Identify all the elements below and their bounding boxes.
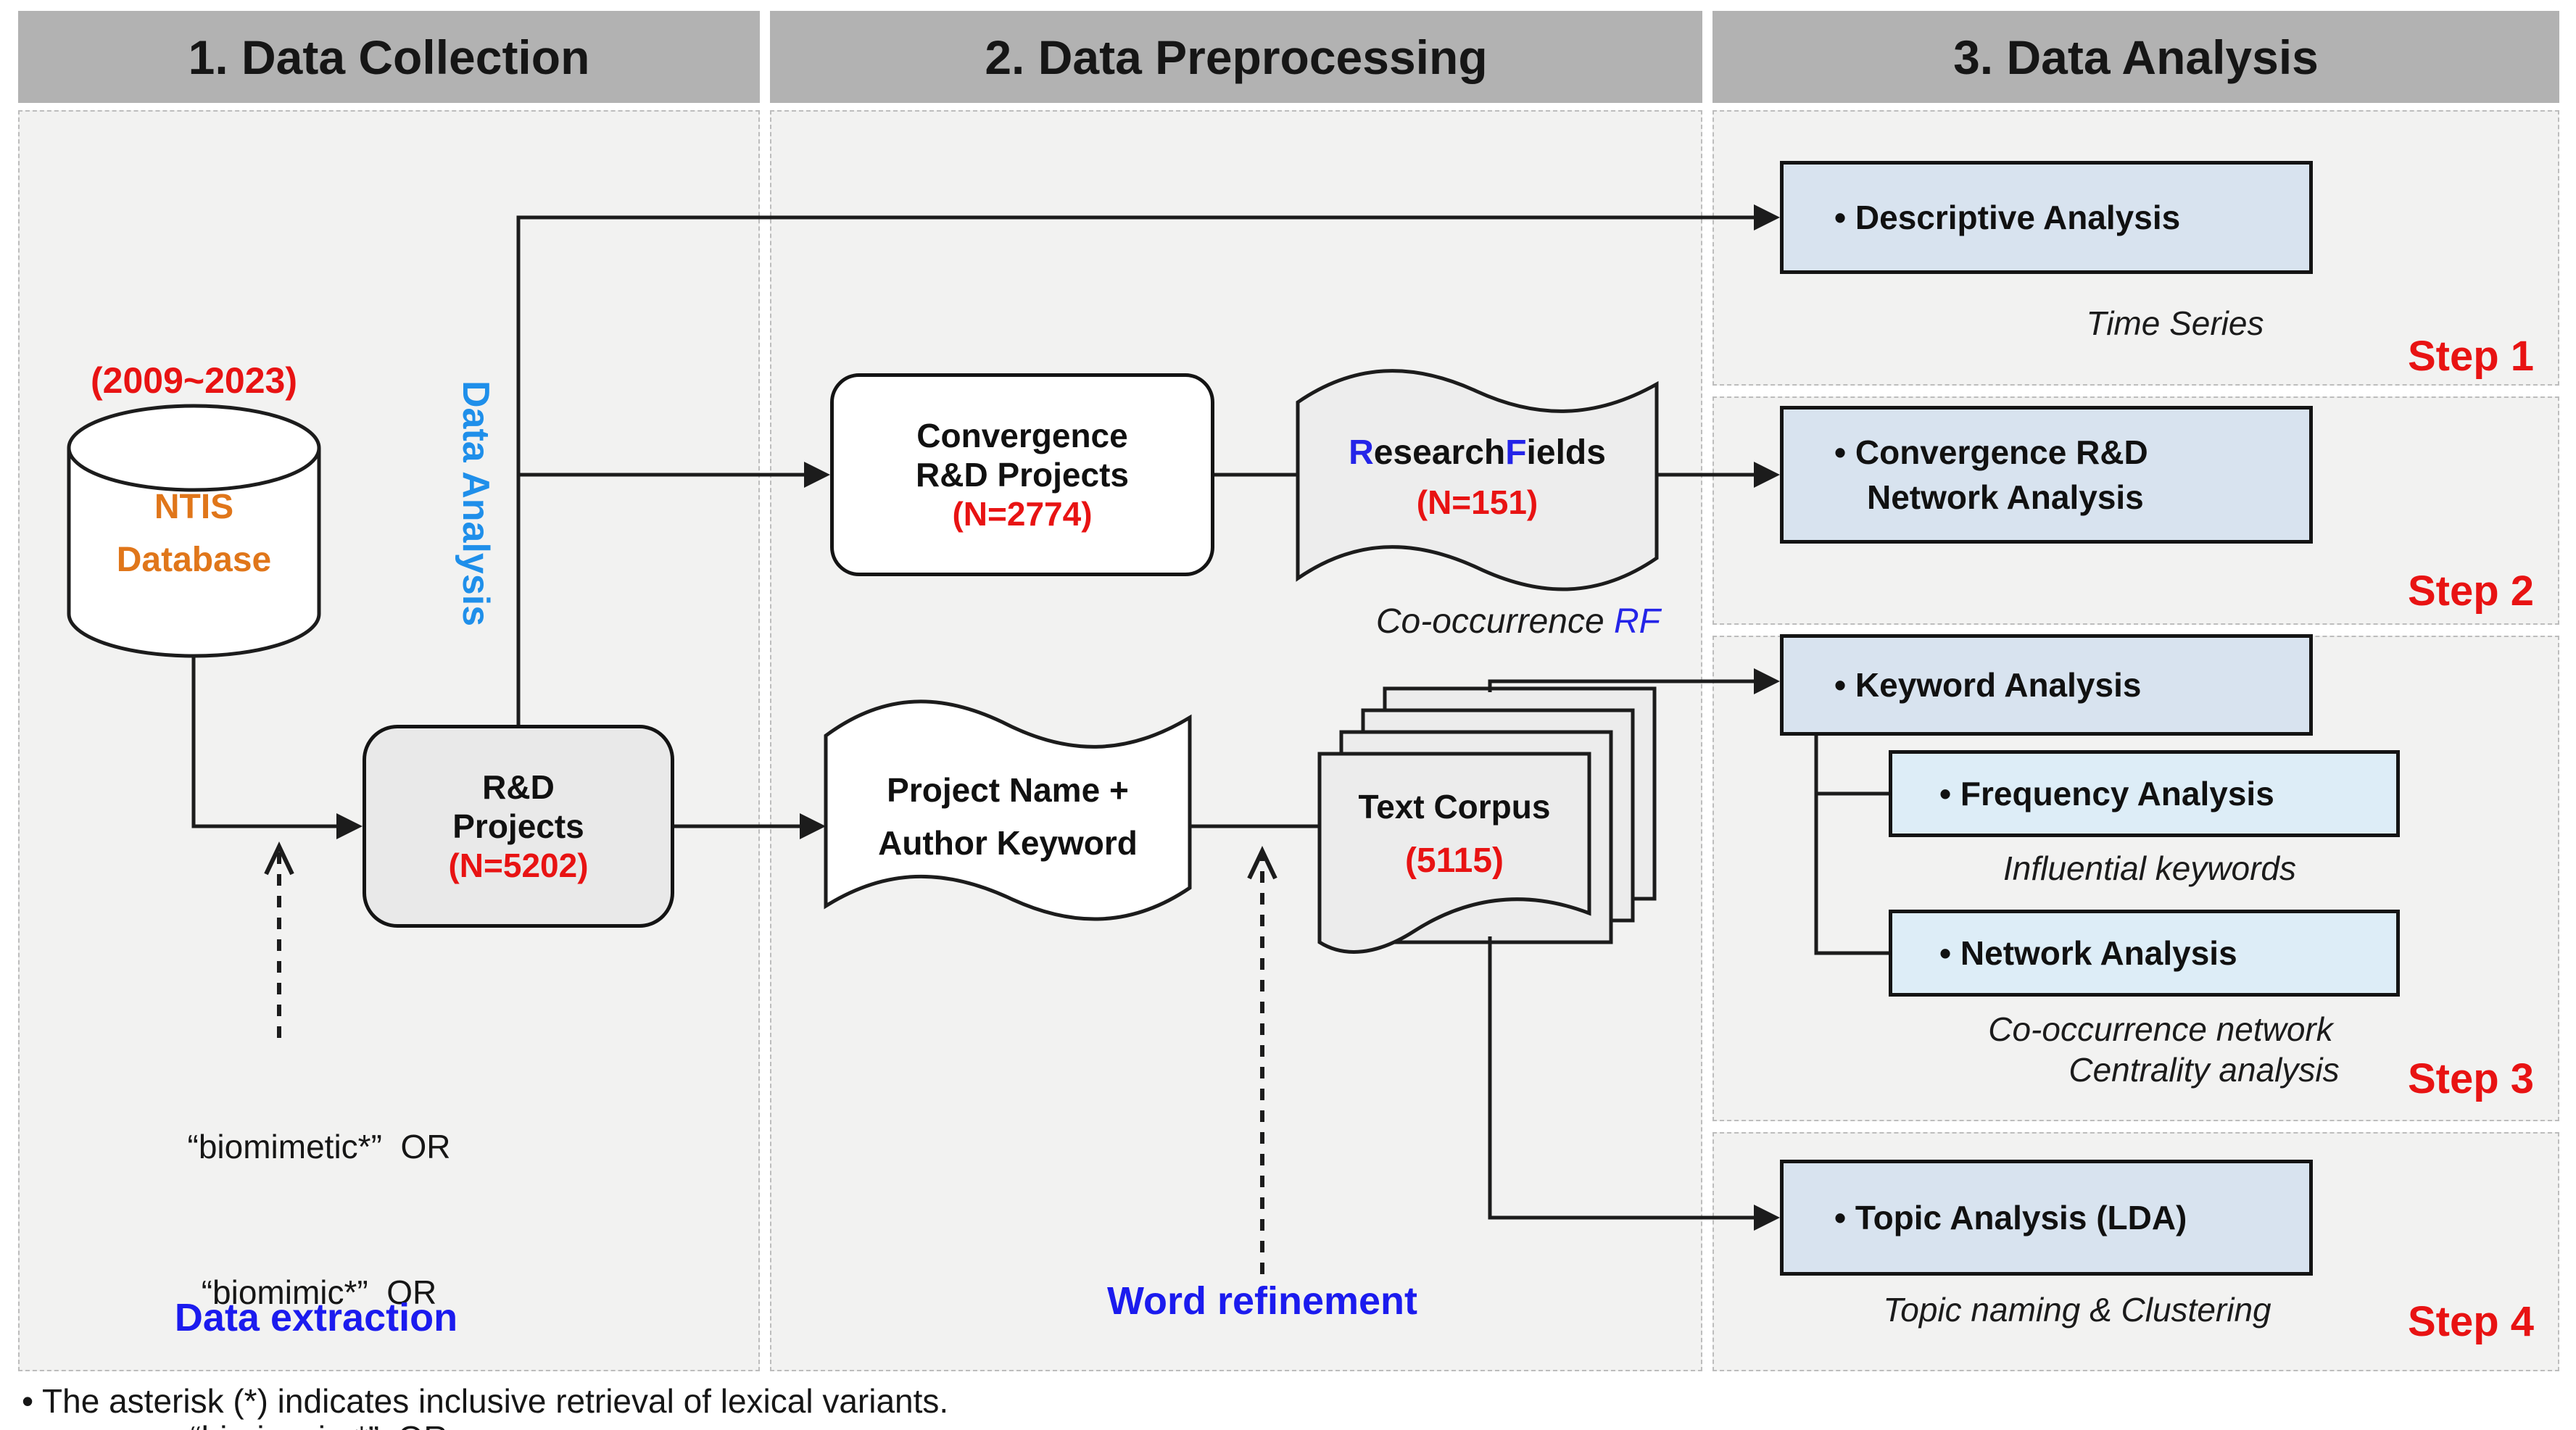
convergence-network-line2: Network Analysis: [1867, 478, 2144, 516]
centrality-analysis-caption: Centrality analysis: [2068, 1050, 2340, 1089]
search-term: “biomimic*” OR: [201, 1273, 437, 1311]
descriptive-analysis-box: • Descriptive Analysis: [1780, 161, 2313, 274]
header-data-collection: 1. Data Collection: [18, 11, 760, 103]
research-fields-flag: [1296, 369, 1659, 591]
word-refinement-label: Word refinement: [1106, 1279, 1418, 1323]
convergence-line1: Convergence: [916, 417, 1128, 454]
header-data-analysis: 3. Data Analysis: [1712, 11, 2559, 103]
text-corpus-count: (5115): [1404, 841, 1504, 880]
step1-tag: Step 1: [2407, 333, 2534, 380]
convergence-network-line1: • Convergence R&D: [1834, 433, 2148, 471]
topic-analysis-box: • Topic Analysis (LDA): [1780, 1160, 2313, 1276]
arrowhead-into-network-step2: [1754, 462, 1780, 488]
arrowhead-into-descriptive: [1754, 204, 1780, 230]
dotted-arrowhead-word-refinement: [1247, 845, 1277, 880]
search-term: “bio-inspire*” OR: [44, 1414, 595, 1430]
influential-keywords-caption: Influential keywords: [2003, 849, 2296, 887]
convergence-network-analysis-box: • Convergence R&D Network Analysis: [1780, 406, 2313, 544]
co-occurrence-network-caption: Co-occurrence network: [1988, 1010, 2333, 1048]
ntis-label-line2: Database: [116, 541, 272, 579]
convergence-projects-node: Convergence R&D Projects (N=2774): [830, 373, 1214, 576]
keyword-analysis-box: • Keyword Analysis: [1780, 634, 2313, 736]
topic-naming-caption: Topic naming & Clustering: [1883, 1291, 2271, 1329]
project-name-line2: Author Keyword: [878, 823, 1138, 862]
research-fields-f: F: [1505, 433, 1527, 472]
data-analysis-branch-label: Data Analysis: [455, 381, 497, 627]
flow-line-corpus-to-topic: [1488, 936, 1754, 1220]
frequency-analysis-box: • Frequency Analysis: [1889, 750, 2400, 837]
text-corpus-label: Text Corpus: [1358, 787, 1551, 826]
research-fields-rest2: ields: [1526, 433, 1606, 472]
convergence-count: (N=2774): [952, 495, 1093, 533]
arrowhead-into-projectname: [800, 813, 826, 839]
flow-line-db-to-rnd: [191, 656, 336, 828]
co-occurrence-rf-caption: Co-occurrence RF: [1294, 602, 1660, 644]
flow-line-corpus-to-keyword: [1488, 679, 1754, 692]
time-series-caption: Time Series: [2086, 304, 2264, 342]
arrowhead-into-topic: [1754, 1205, 1780, 1231]
project-name-flag: [824, 699, 1192, 921]
research-fields-r: R: [1349, 433, 1374, 472]
convergence-line2: R&D Projects: [916, 456, 1129, 494]
network-analysis-box: • Network Analysis: [1889, 910, 2400, 997]
search-term: “biomimetic*” OR: [187, 1128, 451, 1165]
search-terms-block: “biomimetic*” OR “biomimic*” OR “bio-ins…: [44, 1026, 595, 1430]
research-fields-rest1: esearch: [1373, 433, 1506, 472]
arrowhead-into-convergence: [804, 462, 830, 488]
database-cylinder-top: [67, 404, 321, 492]
step3-tag: Step 3: [2407, 1055, 2534, 1102]
corpus-page-front: [1317, 752, 1591, 954]
ntis-label-line1: NTIS: [154, 488, 234, 526]
rnd-projects-node: R&D Projects (N=5202): [363, 725, 674, 928]
collection-period-label: (2009~2023): [91, 360, 297, 401]
tree-line-keyword-children: [1814, 736, 1889, 955]
flow-line-rnd-to-descriptive: [516, 215, 1754, 725]
research-fields-count: (N=151): [1416, 483, 1538, 521]
rnd-projects-line1: R&D: [482, 768, 555, 806]
header-data-preprocessing: 2. Data Preprocessing: [770, 11, 1702, 103]
footnote: • The asterisk (*) indicates inclusive r…: [22, 1382, 949, 1420]
rnd-projects-line2: Projects: [452, 807, 584, 845]
co-occurrence-rf: RF: [1614, 602, 1660, 641]
step2-tag: Step 2: [2407, 568, 2534, 615]
co-occurrence-plain: Co-occurrence: [1375, 602, 1615, 641]
data-extraction-label: Data extraction: [174, 1296, 458, 1339]
rnd-projects-count: (N=5202): [448, 847, 589, 884]
step4-tag: Step 4: [2407, 1298, 2534, 1345]
arrowhead-into-keyword: [1754, 668, 1780, 694]
project-name-line1: Project Name +: [887, 770, 1129, 809]
dotted-arrowhead-data-extraction: [264, 841, 294, 876]
arrowhead-into-rnd: [336, 813, 363, 839]
